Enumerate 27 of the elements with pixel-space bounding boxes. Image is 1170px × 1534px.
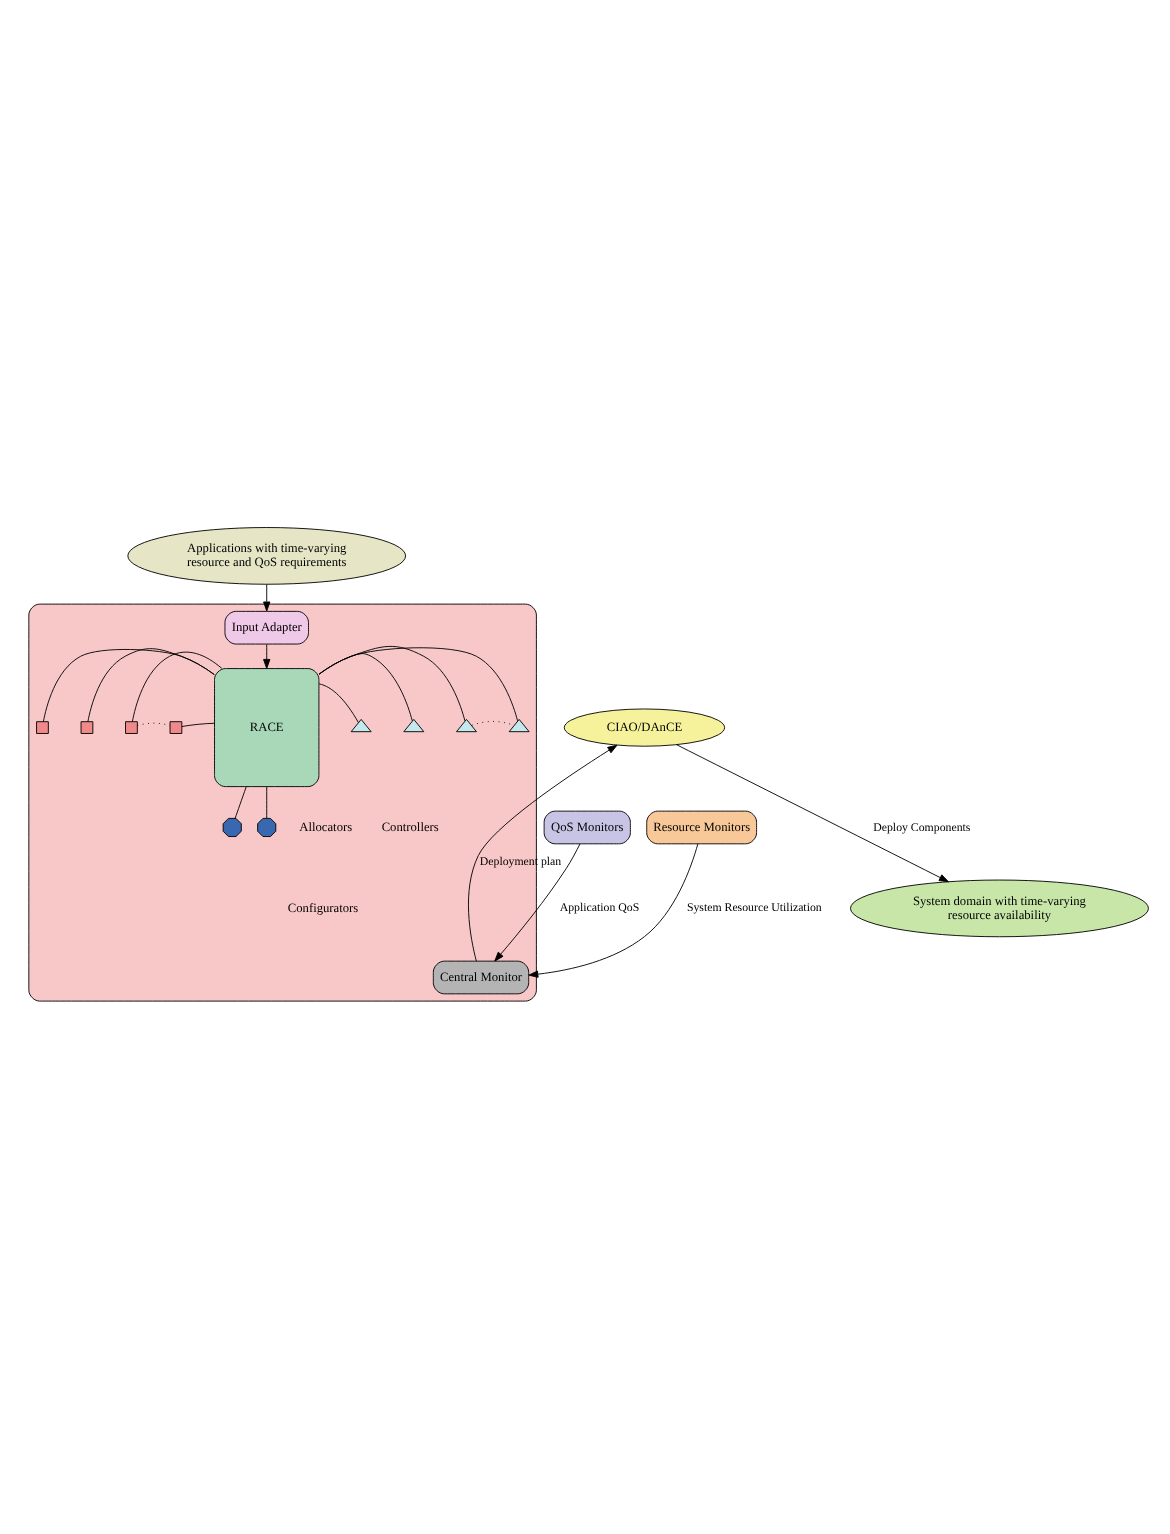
node-octagon <box>222 816 242 836</box>
connector <box>87 647 215 722</box>
arrow <box>494 842 581 961</box>
connector <box>318 652 413 721</box>
node-triangle <box>350 717 372 732</box>
connector <box>318 646 519 721</box>
connector <box>318 682 359 722</box>
connector <box>181 721 215 726</box>
node-box <box>125 720 138 733</box>
node-triangle <box>508 717 530 732</box>
arrow <box>263 583 271 611</box>
connector <box>471 720 515 725</box>
arrow <box>528 842 699 977</box>
arrow <box>263 642 271 668</box>
connector <box>318 645 466 721</box>
node-triangle <box>403 717 425 732</box>
node-triangle <box>456 717 477 732</box>
arrow <box>468 743 618 961</box>
connector <box>266 785 268 818</box>
node-box <box>169 720 183 733</box>
connector <box>131 650 223 722</box>
node-box <box>36 720 49 733</box>
connector <box>234 785 247 818</box>
node-box <box>80 720 94 733</box>
connector <box>42 648 215 722</box>
arrow <box>676 743 949 882</box>
node-octagon <box>257 816 277 836</box>
